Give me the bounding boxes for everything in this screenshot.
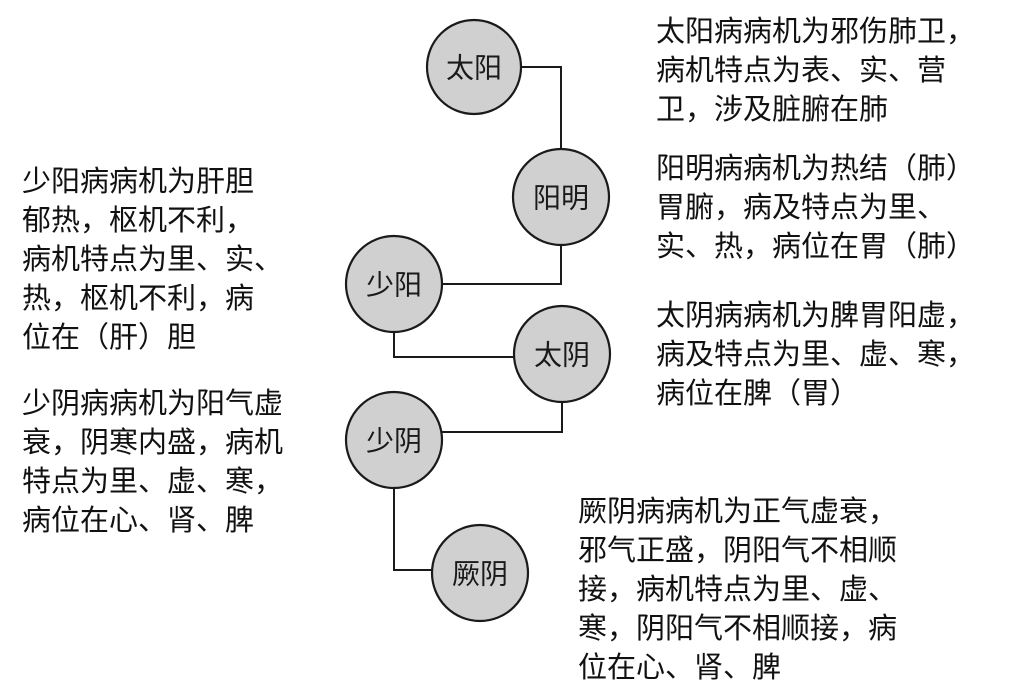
description-line: 病及特点为里、虚、寒，	[656, 337, 976, 371]
description-line: 厥阴病病机为正气虚衰，	[578, 494, 898, 528]
node-label: 厥阴	[452, 558, 508, 591]
description-line: 邪气正盛，阴阳气不相顺	[578, 533, 898, 567]
description-line: 位在心、肾、脾	[578, 650, 782, 684]
description-line: 病位在心、肾、脾	[22, 503, 255, 537]
node-circle	[430, 523, 530, 623]
node-jueyin: 厥阴	[430, 523, 530, 623]
description-line: 特点为里、虚、寒，	[22, 464, 284, 498]
description-jueyin: 厥阴病病机为正气虚衰， 邪气正盛，阴阳气不相顺 接，病机特点为里、虚、 寒，阴阳…	[578, 492, 897, 687]
connector-shaoyang-taiyin	[393, 332, 514, 358]
description-line: 接，病机特点为里、虚、	[578, 572, 898, 606]
description-line: 阳明病病机为热结（肺）	[656, 151, 976, 185]
description-line: 寒，阴阳气不相顺接，病	[578, 611, 898, 645]
description-line: 病机特点为表、实、营	[656, 53, 947, 87]
description-shaoyin: 少阴病病机为阳气虚 衰，阴寒内盛，病机 特点为里、虚、寒， 病位在心、肾、脾	[22, 384, 283, 540]
connector-yangming-shaoyang	[442, 245, 562, 285]
description-line: 胃腑，病及特点为里、	[656, 190, 947, 224]
description-line: 实、热，病位在胃（肺）	[656, 229, 976, 263]
description-line: 少阴病病机为阳气虚	[22, 386, 284, 420]
description-yangming: 阳明病病机为热结（肺） 胃腑，病及特点为里、 实、热，病位在胃（肺）	[656, 149, 975, 266]
connector-taiyang-yangming	[521, 66, 562, 149]
node-circle	[344, 234, 444, 334]
description-line: 太阴病病机为脾胃阳虚，	[656, 298, 976, 332]
description-taiyin: 太阴病病机为脾胃阳虚， 病及特点为里、虚、寒， 病位在脾（胃）	[656, 296, 975, 413]
description-line: 卫，涉及脏腑在肺	[656, 92, 889, 126]
description-taiyang: 太阳病病机为邪伤肺卫， 病机特点为表、实、营 卫，涉及脏腑在肺	[656, 12, 975, 129]
description-line: 热，枢机不利，病	[22, 281, 255, 315]
description-line: 太阳病病机为邪伤肺卫，	[656, 14, 976, 48]
description-shaoyang: 少阳病病机为肝胆 郁热，枢机不利， 病机特点为里、实、 热，枢机不利，病 位在（…	[22, 162, 283, 357]
description-line: 衰，阴寒内盛，病机	[22, 425, 284, 459]
node-label: 少阴	[366, 425, 422, 458]
node-shaoyang: 少阳	[344, 234, 444, 334]
node-circle	[511, 147, 611, 247]
node-circle	[425, 18, 523, 116]
node-circle	[512, 304, 612, 404]
connector-taiyin-shaoyin	[442, 402, 563, 433]
node-taiyang: 太阳	[425, 18, 523, 116]
node-taiyin: 太阴	[512, 304, 612, 404]
node-circle	[344, 390, 444, 490]
node-label: 阳明	[533, 182, 589, 215]
description-line: 少阳病病机为肝胆	[22, 164, 255, 198]
node-label: 太阳	[446, 52, 502, 85]
node-label: 太阴	[534, 339, 590, 372]
description-line: 郁热，枢机不利，	[22, 203, 255, 237]
connector-shaoyin-jueyin	[393, 488, 432, 571]
description-line: 病位在脾（胃）	[656, 376, 860, 410]
node-shaoyin: 少阴	[344, 390, 444, 490]
description-line: 病机特点为里、实、	[22, 242, 284, 276]
node-label: 少阳	[366, 269, 422, 302]
node-yangming: 阳明	[511, 147, 611, 247]
description-line: 位在（肝）胆	[22, 320, 197, 354]
